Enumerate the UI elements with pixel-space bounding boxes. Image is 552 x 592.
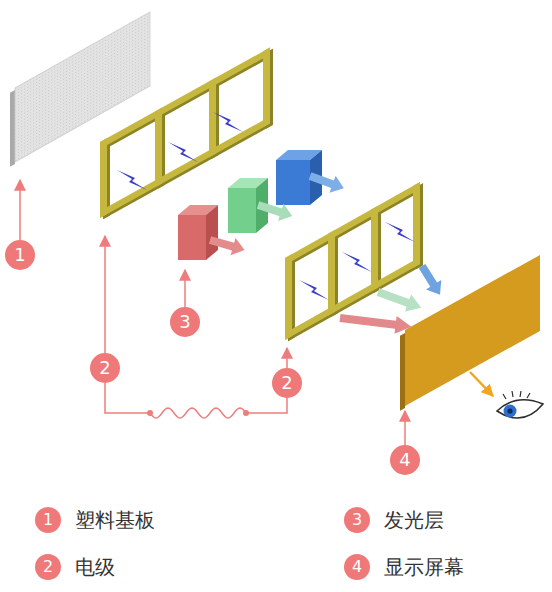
callout-circle-fill: [272, 368, 302, 398]
legend-name: 塑料基板: [75, 507, 155, 533]
legend-item: 4 显示屏幕: [344, 554, 464, 580]
callout-circle-fill: [5, 240, 35, 270]
callout-number: 2: [90, 353, 120, 383]
bolt-symbol: [385, 222, 415, 242]
light-arrows: [208, 168, 347, 259]
callout-number: 3: [170, 307, 200, 337]
substrate-face: [15, 12, 150, 162]
plastic-substrate: [10, 12, 150, 167]
callout-number: 2: [35, 554, 61, 580]
callout-number: 3: [344, 507, 370, 533]
substrate-texture: [15, 12, 150, 162]
current-bolts: [299, 222, 415, 300]
bolt-symbol: [117, 170, 147, 190]
screen-face: [405, 255, 540, 406]
callout-circle-fill: [35, 554, 61, 580]
callout-circle-fill: [35, 507, 61, 533]
callout-number: 1: [5, 240, 35, 270]
callout-circle: 2: [90, 353, 120, 383]
callout-number: 4: [344, 554, 370, 580]
bolt-symbol: [342, 252, 372, 272]
light-arrow: [339, 309, 413, 336]
leader-lines: [20, 180, 405, 445]
legend-item: 2 电级: [35, 554, 115, 580]
red-emitter: [178, 205, 218, 260]
light-arrow: [414, 261, 447, 299]
display-screen: [400, 255, 540, 411]
callout-circle-fill: [390, 445, 420, 475]
light-arrow: [375, 284, 424, 317]
light-arrow: [255, 196, 295, 224]
frame-shadow: [288, 183, 423, 341]
callout-number: 2: [272, 368, 302, 398]
callout-circle: 4: [390, 445, 420, 475]
legend-item: 1 塑料基板: [35, 507, 155, 533]
frame-bars: [285, 182, 420, 340]
current-bolts: [117, 112, 243, 190]
bolt-symbol: [299, 280, 329, 300]
wire-dot: [243, 410, 249, 416]
callout-circle: 3: [170, 307, 200, 337]
view-arrow: [470, 372, 493, 396]
callout-circle-fill: [90, 353, 120, 383]
light-arrow: [208, 231, 248, 258]
eye-icon: [497, 391, 543, 418]
callout-circle-fill: [344, 554, 370, 580]
legend-name: 电级: [75, 554, 115, 580]
bolt-symbol: [168, 142, 198, 162]
leader-line: [286, 348, 288, 368]
wire-dot: [147, 410, 153, 416]
callout-circle-fill: [170, 307, 200, 337]
leader-line: [184, 270, 186, 307]
leader-line: [19, 180, 21, 240]
leader-line: [104, 236, 106, 353]
screen-edge: [400, 333, 405, 411]
legend-name: 发光层: [384, 507, 444, 533]
leader-line: [404, 411, 406, 445]
legend-name: 显示屏幕: [384, 554, 464, 580]
light-arrow: [307, 168, 347, 197]
electrode-frame: [285, 180, 423, 343]
circuit-wire: [105, 383, 287, 418]
bolt-symbol: [213, 112, 243, 132]
callout-circle-fill: [344, 507, 370, 533]
callout-circle: 1: [5, 240, 35, 270]
callout-circle: 2: [272, 368, 302, 398]
legend-item: 3 发光层: [344, 507, 444, 533]
callout-number: 1: [35, 507, 61, 533]
substrate-edge: [10, 90, 15, 167]
callout-number: 4: [390, 445, 420, 475]
